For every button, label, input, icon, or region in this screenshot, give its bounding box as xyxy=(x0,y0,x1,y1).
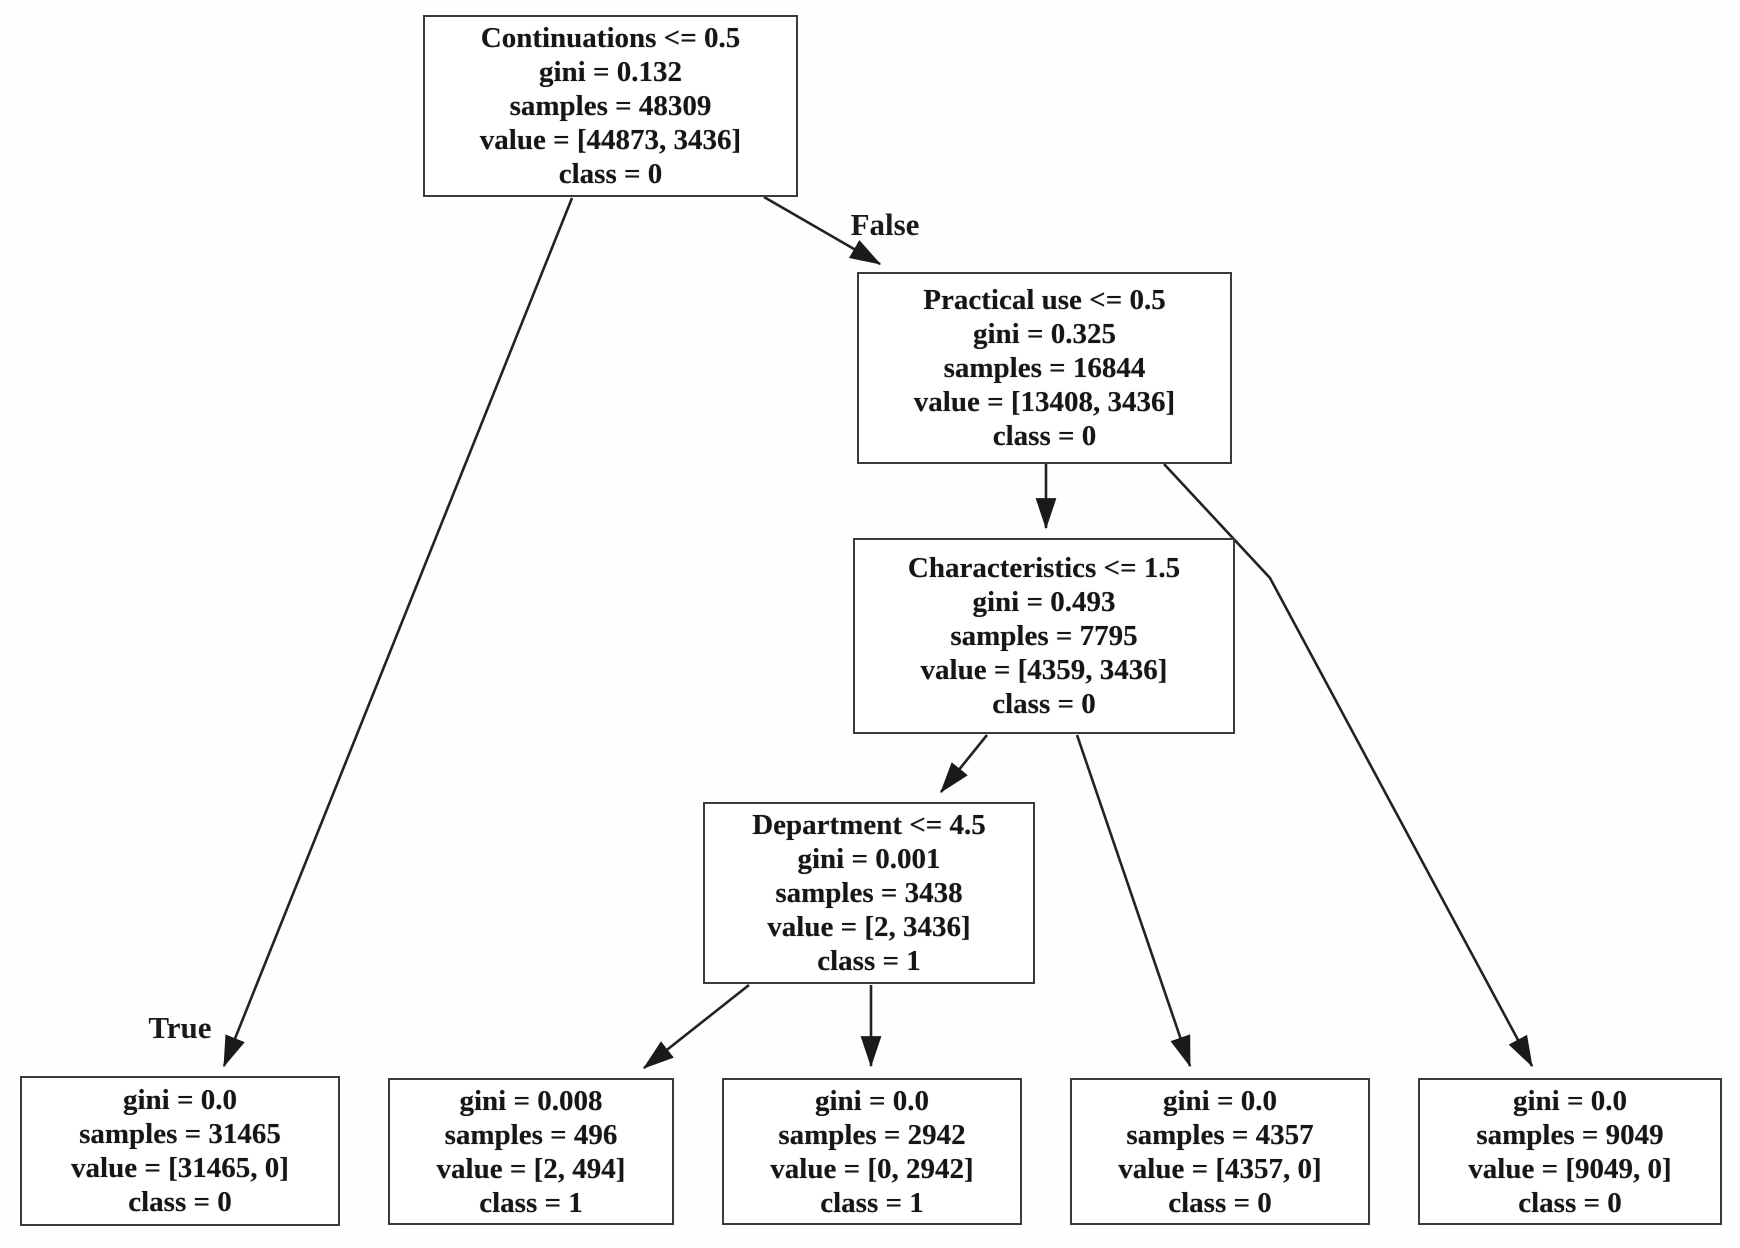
node-class: class = 0 xyxy=(1518,1186,1622,1219)
node-samples: samples = 9049 xyxy=(1476,1118,1664,1151)
tree-node-department: Department <= 4.5 gini = 0.001 samples =… xyxy=(703,802,1035,984)
node-class: class = 1 xyxy=(820,1186,924,1219)
edge-label-true: True xyxy=(148,1010,211,1045)
node-samples: samples = 2942 xyxy=(778,1118,966,1151)
node-samples: samples = 7795 xyxy=(950,620,1138,652)
node-gini: gini = 0.0 xyxy=(1162,1084,1278,1117)
edge-characteristics-to-department xyxy=(939,734,989,794)
node-value: value = [44873, 3436] xyxy=(479,124,742,156)
node-gini: gini = 0.325 xyxy=(972,318,1117,350)
node-value: value = [2, 3436] xyxy=(767,911,971,943)
node-samples: samples = 16844 xyxy=(943,352,1146,384)
node-class: class = 0 xyxy=(1168,1186,1272,1219)
node-split-condition: Department <= 4.5 xyxy=(752,809,986,841)
node-class: class = 0 xyxy=(992,688,1096,720)
node-value: value = [9049, 0] xyxy=(1468,1152,1672,1185)
node-split-condition: Characteristics <= 1.5 xyxy=(907,552,1181,584)
node-samples: samples = 3438 xyxy=(775,877,963,909)
node-samples: samples = 48309 xyxy=(509,90,712,122)
node-samples: samples = 4357 xyxy=(1126,1118,1314,1151)
tree-node-characteristics: Characteristics <= 1.5 gini = 0.493 samp… xyxy=(853,538,1235,734)
node-split-condition: Continuations <= 0.5 xyxy=(480,22,741,54)
edge-root-true-to-leaf1 xyxy=(222,197,574,1068)
node-gini: gini = 0.493 xyxy=(972,586,1116,618)
node-value: value = [0, 2942] xyxy=(770,1152,974,1185)
node-gini: gini = 0.008 xyxy=(459,1084,603,1117)
tree-leaf-5: gini = 0.0 samples = 9049 value = [9049,… xyxy=(1418,1078,1722,1225)
tree-leaf-3: gini = 0.0 samples = 2942 value = [0, 29… xyxy=(722,1078,1022,1225)
node-samples: samples = 496 xyxy=(444,1118,618,1151)
edge-department-to-leaf2 xyxy=(642,983,750,1070)
edge-label-false: False xyxy=(851,207,920,242)
node-value: value = [31465, 0] xyxy=(71,1152,289,1184)
node-gini: gini = 0.0 xyxy=(1512,1084,1628,1117)
node-samples: samples = 31465 xyxy=(79,1118,281,1150)
edge-practical-use-to-leaf5 xyxy=(1163,463,1534,1068)
node-class: class = 0 xyxy=(992,420,1097,452)
node-value: value = [13408, 3436] xyxy=(913,386,1176,418)
node-class: class = 1 xyxy=(817,945,921,977)
tree-leaf-1: gini = 0.0 samples = 31465 value = [3146… xyxy=(20,1076,340,1226)
node-class: class = 0 xyxy=(128,1186,232,1218)
edge-characteristics-to-leaf4 xyxy=(1075,734,1192,1068)
node-class: class = 1 xyxy=(479,1186,583,1219)
node-split-condition: Practical use <= 0.5 xyxy=(923,284,1166,316)
node-value: value = [4359, 3436] xyxy=(920,654,1168,686)
tree-leaf-4: gini = 0.0 samples = 4357 value = [4357,… xyxy=(1070,1078,1370,1225)
node-value: value = [2, 494] xyxy=(436,1152,626,1185)
node-class: class = 0 xyxy=(558,158,663,190)
node-gini: gini = 0.001 xyxy=(797,843,941,875)
tree-node-root: Continuations <= 0.5 gini = 0.132 sample… xyxy=(423,15,798,197)
edge-root-false-to-practical-use xyxy=(763,195,882,266)
tree-leaf-2: gini = 0.008 samples = 496 value = [2, 4… xyxy=(388,1078,674,1225)
tree-node-practical-use: Practical use <= 0.5 gini = 0.325 sample… xyxy=(857,272,1232,464)
node-gini: gini = 0.132 xyxy=(538,56,683,88)
node-gini: gini = 0.0 xyxy=(814,1084,930,1117)
node-gini: gini = 0.0 xyxy=(122,1084,238,1116)
node-value: value = [4357, 0] xyxy=(1118,1152,1322,1185)
